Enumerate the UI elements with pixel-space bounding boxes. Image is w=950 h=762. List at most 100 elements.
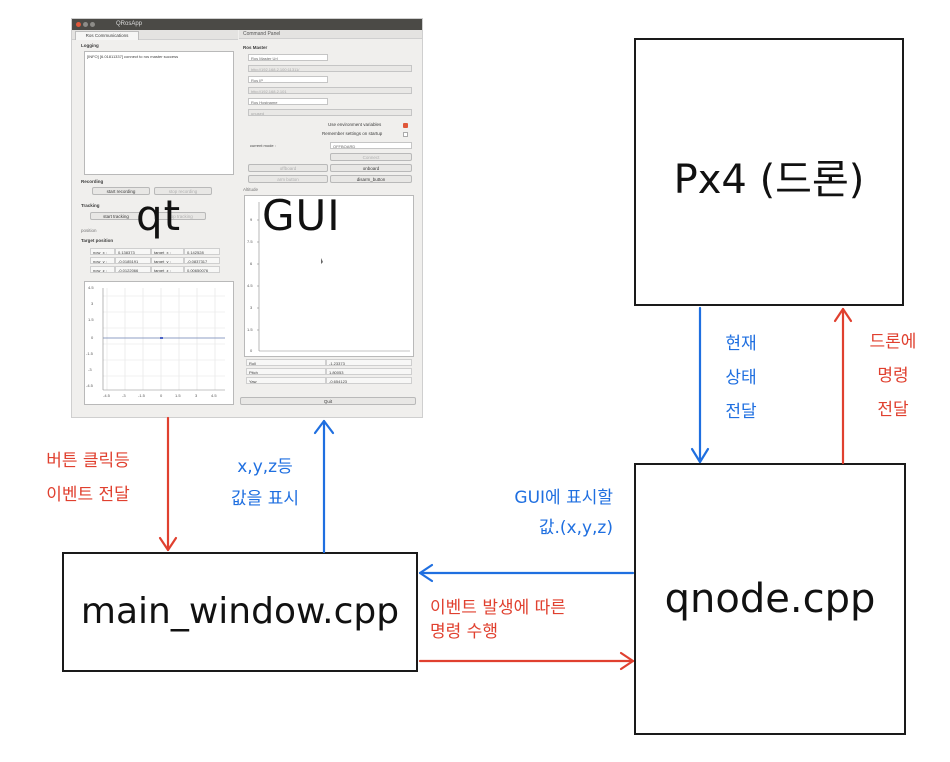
x-tick-label: 0	[160, 393, 163, 398]
offboard-button[interactable]: offboard	[248, 164, 328, 172]
xy-plot-grid	[102, 288, 225, 391]
y-tick-label: 1.5	[88, 317, 94, 322]
left-dock-header	[72, 30, 238, 40]
note-line: 명령	[877, 366, 909, 386]
qrosapp-screenshot: QRosApp Ros Communications Command Panel…	[71, 18, 423, 418]
pos-cell: now_z :	[90, 266, 115, 273]
pos-cell: target_y :	[151, 257, 184, 264]
rpy-label: Yaw	[246, 377, 326, 384]
command-panel-header: Command Panel	[239, 30, 422, 39]
app-title: QRosApp	[116, 21, 143, 27]
disarm-button[interactable]: disarm_button	[330, 175, 412, 183]
x-tick-label: 3	[195, 393, 198, 398]
ros-ip-input[interactable]: http://192.168.2.101	[248, 87, 412, 94]
minimize-dot-icon	[83, 22, 88, 27]
arm-button[interactable]: arm button	[248, 175, 328, 183]
close-dot-icon	[76, 22, 81, 27]
pos-cell: 0.138373	[115, 248, 151, 255]
pos-cell: now_x :	[90, 248, 115, 255]
y-tick-label: 4.5	[88, 285, 94, 290]
alt-tick-label: 7.5	[247, 239, 253, 244]
start-tracking-button[interactable]: start tracking	[90, 212, 142, 220]
gui-values-note: GUI에 표시할 값.(x,y,z)	[448, 486, 613, 540]
note-line: 값.(x,y,z)	[538, 518, 613, 538]
pos-cell: -0.0837317	[184, 257, 220, 264]
note-line: 이벤트 발생에 따른	[430, 598, 566, 618]
px4-label: Px4 (드론)	[673, 157, 865, 203]
altitude-title: Altitude	[243, 187, 259, 192]
note-line: 값을 표시	[231, 489, 299, 509]
current-mode-value: OFFBOARD	[330, 142, 412, 149]
xyz-display-note: x,y,z등 값을 표시	[215, 455, 315, 511]
current-mode-label: current mode :	[250, 143, 276, 148]
note-line: 상태	[725, 368, 757, 388]
pos-cell: now_y :	[90, 257, 115, 264]
ros-hostname-label: Ros Hostname	[248, 98, 328, 105]
alt-tick-label: 9	[250, 217, 253, 222]
log-line: [INFO] [6.01811337] connect to ros maste…	[87, 54, 179, 59]
x-tick-label: -3	[122, 393, 126, 398]
qt-overlay-label: qt	[136, 191, 182, 240]
window-titlebar: QRosApp	[72, 19, 422, 30]
pos-cell: target_x :	[151, 248, 184, 255]
gui-overlay-label: GUI	[262, 191, 341, 240]
altitude-plot: 9 7.5 6 4.5 3 1.5 0	[244, 195, 414, 357]
recording-title: Recording	[81, 179, 104, 184]
event-command-arrow	[418, 651, 635, 671]
tab-ros-communications[interactable]: Ros Communications	[75, 31, 139, 40]
qnode-node: qnode.cpp	[634, 463, 906, 735]
display-values-arrow	[313, 419, 335, 554]
drone-command-arrow	[833, 307, 853, 465]
alt-tick-label: 0	[250, 348, 253, 353]
note-line: 드론에	[869, 332, 917, 352]
alt-tick-label: 6	[250, 261, 253, 266]
y-tick-label: -3	[88, 367, 92, 372]
button-click-note: 버튼 클릭등 이벤트 전달	[18, 449, 158, 507]
click-event-arrow	[158, 416, 178, 552]
note-line: 전달	[877, 400, 909, 420]
logging-title: Logging	[81, 43, 99, 48]
connect-button[interactable]: Connect	[330, 153, 412, 161]
rpy-value: 1.80053	[326, 368, 412, 375]
pos-cell: target_z :	[151, 266, 184, 273]
remember-label: Remember settings on startup	[322, 131, 383, 136]
rpy-label: Roll	[246, 359, 326, 366]
rpy-label: Pitch	[246, 368, 326, 375]
note-line: 이벤트 전달	[46, 485, 130, 505]
drone-command-note: 드론에 명령 전달	[852, 330, 934, 422]
ros-hostname-input[interactable]: unused	[248, 109, 412, 116]
y-tick-label: -4.5	[86, 383, 93, 388]
rpy-value: -1.23373	[326, 359, 412, 366]
note-line: GUI에 표시할	[514, 488, 613, 508]
start-recording-button[interactable]: start recording	[92, 187, 150, 195]
tracking-title: Tracking	[81, 203, 100, 208]
main-window-label: main_window.cpp	[80, 591, 400, 632]
gui-values-arrow	[418, 563, 635, 583]
stop-recording-button[interactable]: stop recording	[154, 187, 212, 195]
ros-ip-label: Ros IP	[248, 76, 328, 83]
altitude-plot-axes	[257, 202, 410, 352]
alt-tick-label: 4.5	[247, 283, 253, 288]
pos-cell: 0.00650076	[184, 266, 220, 273]
note-line: 명령 수행	[430, 622, 498, 642]
state-arrow	[690, 306, 710, 464]
use-env-checkbox[interactable]	[403, 123, 408, 128]
x-tick-label: 1.5	[175, 393, 181, 398]
ros-master-title: Ros Master	[243, 45, 268, 50]
xy-plot: 4.5 3 1.5 0 -1.5 -3 -4.5 -4.5 -3 -1.5 0 …	[84, 281, 234, 405]
position-label: position	[81, 228, 97, 233]
remember-checkbox[interactable]	[403, 132, 408, 137]
stop-tracking-button[interactable]: stop tracking	[154, 212, 206, 220]
onboard-button[interactable]: onboard	[330, 164, 412, 172]
qnode-label: qnode.cpp	[664, 576, 876, 622]
event-command-note: 이벤트 발생에 따른 명령 수행	[430, 596, 566, 644]
x-tick-label: -1.5	[138, 393, 145, 398]
y-tick-label: -1.5	[86, 351, 93, 356]
pos-cell: -0.0122066	[115, 266, 151, 273]
note-line: 버튼 클릭등	[46, 451, 130, 471]
logging-box: [INFO] [6.01811337] connect to ros maste…	[84, 51, 234, 175]
note-line: 현재	[725, 334, 757, 354]
quit-button[interactable]: Quit	[240, 397, 416, 405]
ros-master-url-input[interactable]: http://192.168.2.100:11311/	[248, 65, 412, 72]
rpy-value: -0.654123	[326, 377, 412, 384]
